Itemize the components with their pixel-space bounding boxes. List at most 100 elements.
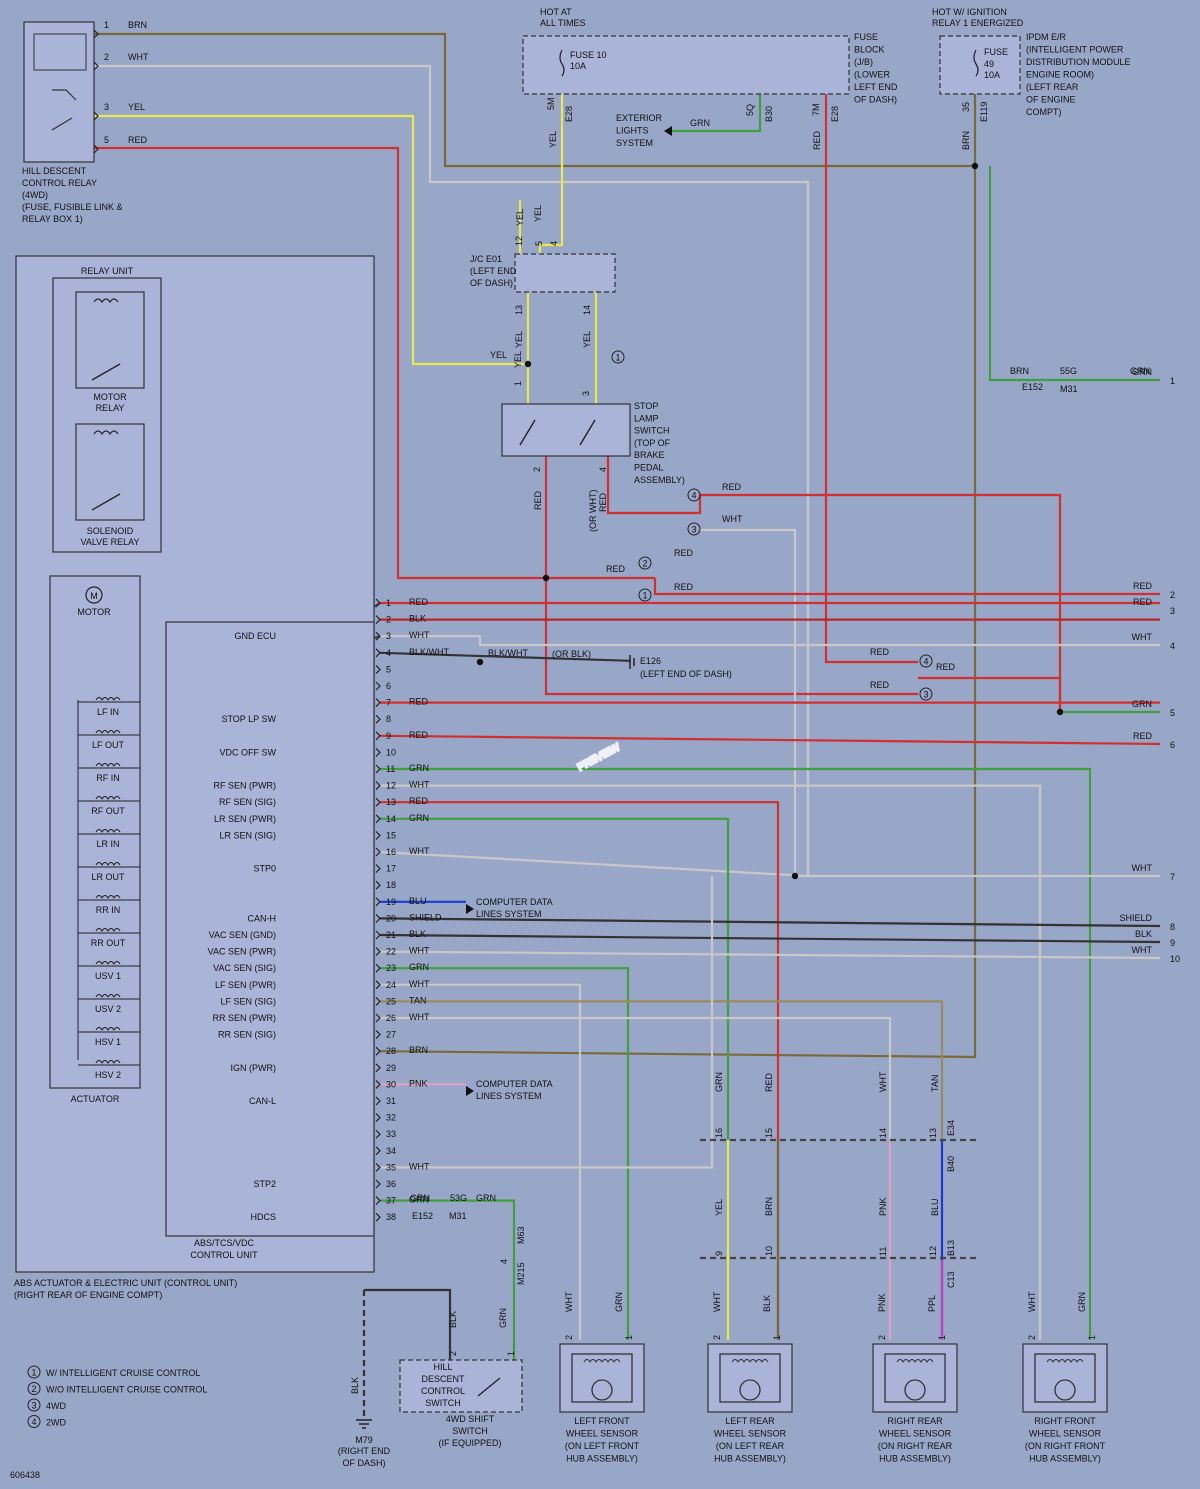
- opt4-low-number: 4: [923, 657, 928, 667]
- motor-label: MOTOR: [77, 607, 111, 617]
- solenoid-label: VALVE RELAY: [80, 537, 139, 547]
- relay-contact-icon: [51, 89, 77, 131]
- hdc-conn-m63: M63: [516, 1226, 526, 1244]
- ecu-wire-color: BRN: [409, 1045, 428, 1055]
- ecu-pin-number: 13: [386, 797, 396, 807]
- wheel-sensor-coil-icon: [896, 1359, 934, 1363]
- wire-shield-end8: [379, 917, 1161, 928]
- wire-wht-end10: [379, 950, 1161, 960]
- fuse-block-box: [522, 35, 850, 95]
- ipdm-conn: E119: [979, 102, 989, 122]
- m79-wire: BLK: [350, 1377, 360, 1394]
- wire-red-stop4: [606, 456, 1062, 712]
- m79-loc: OF DASH): [342, 1458, 385, 1468]
- ecu-pin-connector: [375, 1129, 381, 1139]
- hdc-switch-sub: (IF EQUIPPED): [438, 1438, 501, 1448]
- wl-grn-lr: GRN: [714, 1072, 724, 1092]
- conn-13: 13: [928, 1128, 938, 1138]
- ecu-wire-color: SHIELD: [409, 912, 442, 922]
- hdc-pin1: 1: [506, 1351, 516, 1356]
- ecu-pin-number: 30: [386, 1079, 396, 1089]
- ecu-pin-connector: [375, 980, 381, 990]
- sensor-wire2: PNK: [877, 1293, 887, 1312]
- ipdm-fuse: FUSE: [984, 47, 1008, 57]
- ecu-wire-color: WHT: [409, 979, 430, 989]
- wire-wht-rf: [380, 784, 1042, 1340]
- fuse-conn-e28b: E28: [830, 106, 840, 122]
- ecu-pin-connector: [375, 830, 381, 840]
- wheel-sensor-box: [559, 1343, 645, 1413]
- wire-yel-relay3: [94, 114, 528, 366]
- ipdm-label: OF ENGINE: [1026, 95, 1076, 105]
- exterior-lights-label: SYSTEM: [616, 138, 653, 148]
- sensor-pin1: 1: [1087, 1335, 1097, 1340]
- ecu-pin-connector: [375, 698, 381, 708]
- splice-dot: [971, 162, 979, 170]
- ecu-pin-connector: [375, 1162, 381, 1172]
- splice-dot: [524, 360, 532, 368]
- legend-text: W/O INTELLIGENT CRUISE CONTROL: [46, 1385, 207, 1395]
- conn-16: 16: [714, 1128, 724, 1138]
- ecu-wire-color: BLK: [409, 929, 426, 939]
- ipdm-label: COMPT): [1026, 107, 1062, 117]
- jc-e01-box: [514, 253, 616, 293]
- ecu-pin-connector: [375, 631, 381, 641]
- hdc-pin2: 2: [448, 1351, 458, 1356]
- wire-red-relay5: [94, 146, 655, 580]
- fuse-block-label: FUSE: [854, 32, 878, 42]
- ecu-wire-color: WHT: [409, 1012, 430, 1022]
- opt2-wire: RED: [674, 548, 694, 558]
- stop-lamp-label: PEDAL: [634, 463, 664, 473]
- splice55-left: BRN: [1010, 366, 1029, 376]
- ipdm-label: (INTELLIGENT POWER: [1026, 45, 1124, 55]
- hdc-switch-label: DESCENT: [421, 1374, 465, 1384]
- ecu-pin-connector: [375, 1079, 381, 1089]
- stop-lamp-label: SWITCH: [634, 426, 670, 436]
- relay-pin-number: 5: [104, 135, 109, 145]
- ecu-pin-label: IGN (PWR): [231, 1063, 277, 1073]
- wire-grn-rf: [380, 767, 1092, 1340]
- relay-pin: [93, 111, 99, 121]
- ecu-pin-number: 27: [386, 1030, 396, 1040]
- wires-layer: [23, 32, 1161, 1420]
- ecu-pin-number: 16: [386, 847, 396, 857]
- ecu-pin-connector: [375, 648, 381, 658]
- opt3-wire: WHT: [722, 514, 743, 524]
- stop-lamp-label: BRAKE: [634, 450, 665, 460]
- relay-unit-title: RELAY UNIT: [81, 266, 134, 276]
- wheel-sensor-inner: [571, 1353, 633, 1403]
- wire-blk-end9: [379, 933, 1161, 944]
- conn-b13: B13: [946, 1240, 956, 1256]
- wheel-sensor-box: [872, 1343, 958, 1413]
- wheel-sensor-coil-icon: [1046, 1359, 1084, 1363]
- wheel-sensor-label: RIGHT FRONT: [1034, 1416, 1096, 1426]
- control-unit-name: CONTROL UNIT: [190, 1250, 258, 1260]
- opt-red-in: RED: [606, 564, 626, 574]
- right-end-number: 10: [1170, 954, 1180, 964]
- wire-wht-rr: [380, 1016, 892, 1140]
- wheel-sensor-label: (ON RIGHT REAR: [878, 1441, 953, 1451]
- splice53-c1: E152: [412, 1211, 433, 1221]
- ecu-pin-number: 28: [386, 1046, 396, 1056]
- relay-coil: [33, 33, 87, 71]
- fuse-block-label: OF DASH): [854, 95, 897, 105]
- ipdm-fuse-number: 49: [984, 59, 994, 69]
- hot-ignition: RELAY 1 ENERGIZED: [932, 18, 1024, 28]
- ecu-wire-color: TAN: [409, 995, 426, 1005]
- wire-red-end2: [653, 578, 1160, 596]
- valve-label: LR OUT: [91, 872, 125, 882]
- fuse-block-label: (J/B): [854, 57, 873, 67]
- wire-grn-hdc: [380, 1199, 516, 1360]
- ecu-pin-label: LF SEN (SIG): [220, 996, 276, 1006]
- fuse-wire-yel: YEL: [548, 131, 558, 148]
- ecu-pin-number: 23: [386, 963, 396, 973]
- right-end-number: 4: [1170, 641, 1175, 651]
- legend-text: 2WD: [46, 1418, 67, 1428]
- ecu-pin-number: 15: [386, 830, 396, 840]
- ecu-pin-number: 12: [386, 781, 396, 791]
- legend-circle: [27, 1365, 41, 1379]
- wire-red-end6: [379, 734, 1161, 746]
- ecu-pin-connector: [375, 1196, 381, 1206]
- ecu-pin-connector: [375, 764, 381, 774]
